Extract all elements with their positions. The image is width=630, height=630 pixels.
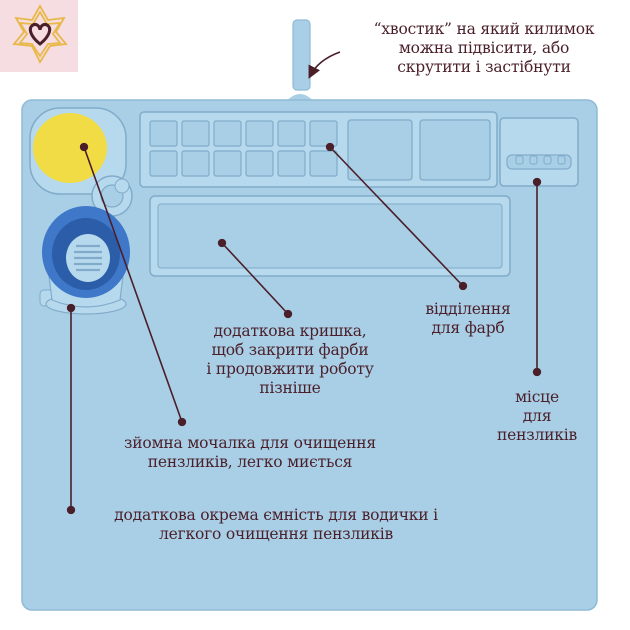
brushes-label-line: місце: [515, 388, 559, 406]
lid-label-line: щоб закрити фарби: [211, 341, 369, 359]
brushes-label-line: для: [522, 407, 552, 425]
sponge-label: зйомна мочалка для очищення пензликів, л…: [100, 434, 400, 472]
brushes-label-line: пензликів: [496, 426, 578, 444]
cup-label: додаткова окрема ємність для водички і л…: [76, 506, 476, 544]
tail-label-line: скрутити і застібнути: [397, 58, 571, 76]
paint-well: [309, 120, 338, 147]
lid-label: додаткова кришка, щоб закрити фарби і пр…: [200, 322, 380, 398]
mat-tail: [284, 19, 316, 104]
logo: [0, 0, 78, 72]
paint-well: [245, 150, 274, 177]
sponge-label-line: пензликів, легко миється: [147, 453, 353, 471]
paint-well: [149, 150, 178, 177]
paint-well: [277, 150, 306, 177]
tail-label-line: “хвостик” на який килимок: [373, 20, 595, 38]
paint-well: [277, 120, 306, 147]
lid-label-line: і продовжити роботу: [206, 360, 374, 378]
tail-label-line: можна підвісити, або: [398, 39, 570, 57]
tail-label: “хвостик” на який килимок можна підвісит…: [344, 20, 624, 77]
paint-well: [309, 150, 338, 177]
lid-label-line: додаткова кришка,: [213, 322, 367, 340]
brush-rest: [499, 117, 579, 187]
brushes-label: місце для пензликів: [482, 388, 592, 445]
annotation-arrows: [66, 51, 542, 515]
sponge-arrow: [79, 142, 187, 427]
heart-star-logo-icon: [12, 4, 68, 64]
paints-label-line: відділення: [425, 300, 511, 318]
cup-label-line: легкого очищення пензликів: [158, 525, 394, 543]
water-cup: [42, 206, 130, 315]
paint-compartments: [139, 111, 498, 188]
sponge-label-line: зйомна мочалка для очищення: [124, 434, 376, 452]
lid-arrow: [217, 238, 293, 319]
paint-well: [213, 120, 242, 147]
paint-well: [213, 150, 242, 177]
paints-arrow: [325, 142, 468, 291]
sponge: [33, 113, 107, 183]
paint-well: [181, 150, 210, 177]
paints-label-line: для фарб: [431, 319, 505, 337]
lid-label-line: пізніше: [259, 379, 321, 397]
paint-well: [149, 120, 178, 147]
paint-well: [245, 120, 274, 147]
cup-label-line: додаткова окрема ємність для водички і: [114, 506, 438, 524]
heart-icon: [28, 23, 52, 46]
paint-well: [181, 120, 210, 147]
tail-arrow: [308, 51, 341, 79]
paints-label: відділення для фарб: [408, 300, 528, 338]
